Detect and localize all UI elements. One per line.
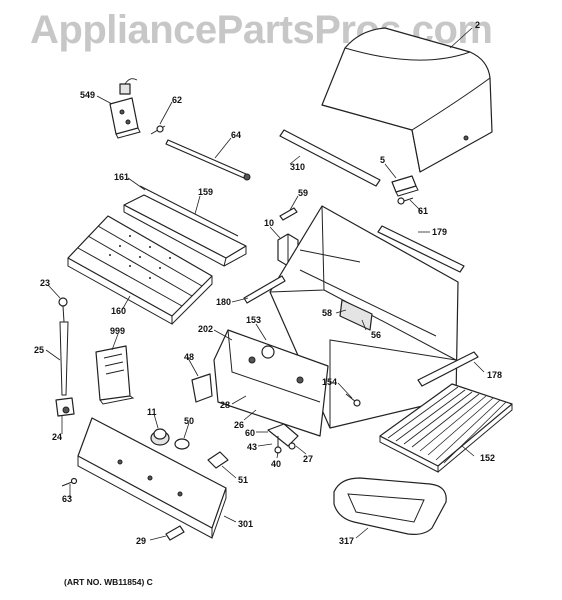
callout-28: 28 (220, 400, 231, 410)
callout-152: 152 (480, 453, 496, 463)
callout-202: 202 (198, 324, 214, 334)
callout-301: 301 (238, 519, 254, 529)
rotisserie-rod-64 (165, 139, 251, 181)
callout-51: 51 (238, 475, 249, 485)
cooking-grate-152 (379, 383, 513, 473)
callout-25: 25 (34, 345, 45, 355)
callout-64: 64 (231, 130, 242, 140)
handle-29 (165, 525, 185, 541)
callout-leaders (45, 27, 485, 541)
callout-27: 27 (303, 454, 314, 464)
callout-58: 58 (322, 308, 333, 318)
flavor-bar-159 (123, 194, 247, 267)
electrode-62 (150, 125, 166, 135)
drip-pan-317 (333, 477, 447, 535)
tube-310 (279, 129, 381, 187)
callout-180: 180 (216, 297, 232, 307)
valve-assembly-40 (267, 423, 299, 454)
callout-63: 63 (62, 494, 73, 504)
owners-manual-999 (95, 345, 135, 405)
callout-43: 43 (247, 442, 258, 452)
art-number: (ART NO. WB11854) C (64, 577, 153, 587)
control-knob-11 (150, 428, 170, 446)
callout-5: 5 (380, 155, 386, 165)
callout-24: 24 (52, 432, 63, 442)
callout-161: 161 (114, 172, 130, 182)
valve-manifold-panel (213, 329, 329, 437)
callout-160: 160 (111, 306, 127, 316)
callout-153: 153 (246, 315, 262, 325)
screw-61 (397, 197, 414, 205)
callout-23: 23 (40, 278, 51, 288)
callout-40: 40 (271, 459, 282, 469)
callout-310: 310 (290, 162, 306, 172)
callout-48: 48 (184, 352, 195, 362)
tube-180 (243, 275, 286, 304)
callout-11: 11 (147, 407, 157, 417)
callout-2: 2 (475, 20, 481, 30)
callout-61: 61 (418, 206, 429, 216)
control-panel-301 (77, 417, 227, 539)
callout-549: 549 (80, 90, 96, 100)
callout-62: 62 (172, 95, 183, 105)
callout-26: 26 (234, 420, 245, 430)
knob-bezel-50 (174, 438, 190, 450)
screw-63 (61, 477, 78, 487)
pin-59 (279, 207, 298, 221)
callout-317: 317 (339, 536, 355, 546)
callout-999: 999 (110, 326, 126, 336)
ignitor-module-549 (109, 78, 141, 139)
valve-51 (207, 451, 229, 469)
hose-assembly (55, 297, 75, 417)
callout-179: 179 (432, 227, 448, 237)
rail-179 (377, 225, 465, 273)
callout-60: 60 (245, 428, 256, 438)
flavor-bar-161 (139, 185, 239, 237)
callout-159: 159 (198, 187, 214, 197)
bracket-5 (391, 175, 419, 197)
callout-56: 56 (371, 330, 382, 340)
callout-154: 154 (322, 377, 338, 387)
rail-178 (417, 351, 479, 387)
tube-154 (345, 393, 361, 407)
ignitor-bracket-48 (191, 373, 213, 403)
hood-part-2 (321, 27, 493, 173)
callout-10: 10 (264, 218, 275, 228)
callout-29: 29 (136, 536, 147, 546)
callout-178: 178 (487, 370, 503, 380)
callout-59: 59 (298, 188, 309, 198)
burner-trays-160 (67, 215, 213, 325)
callout-50: 50 (184, 416, 195, 426)
